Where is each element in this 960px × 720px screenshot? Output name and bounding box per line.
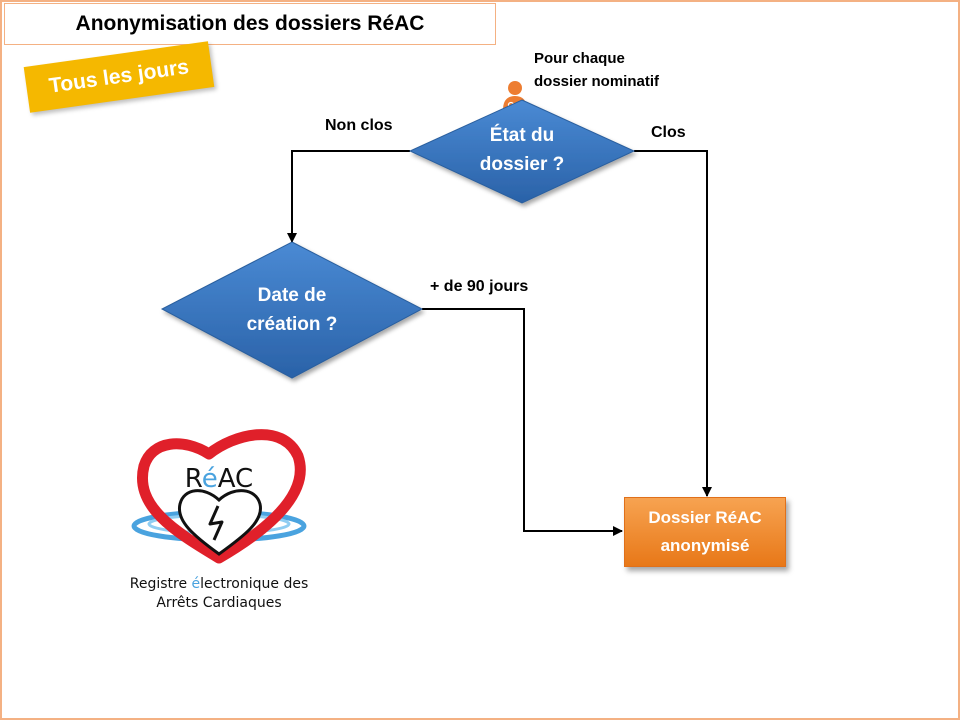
actor-label-2: dossier nominatif xyxy=(534,73,660,90)
edge-clos xyxy=(634,150,712,497)
result-line1: Dossier RéAC xyxy=(648,508,762,527)
page-title: Anonymisation des dossiers RéAC xyxy=(4,3,496,45)
edge-label-clos: Clos xyxy=(651,124,686,141)
decision-date-line2: création ? xyxy=(246,314,338,335)
logo-caption-line1: Registre électronique des xyxy=(114,576,324,592)
reac-logo: RéAC Registre électronique des Arrêts Ca… xyxy=(114,426,324,616)
result-box: Dossier RéAC anonymisé xyxy=(624,497,786,567)
heart-logo-icon xyxy=(131,429,307,564)
logo-name: RéAC xyxy=(174,464,264,494)
decision-date-line1: Date de xyxy=(257,285,327,306)
decision-etat-line1: État du xyxy=(489,125,555,146)
result-line2: anonymisé xyxy=(660,536,750,555)
decision-date-creation xyxy=(160,241,424,379)
logo-name-accent: é xyxy=(201,464,218,494)
logo-name-ac: AC xyxy=(217,464,254,494)
logo-name-r: R xyxy=(184,464,202,494)
edge-non-clos xyxy=(287,150,410,243)
logo-caption-1a: Registre xyxy=(129,576,192,592)
logo-caption-1b: lectronique des xyxy=(200,576,309,592)
edge-plus-90 xyxy=(422,308,623,536)
actor-label-1: Pour chaque xyxy=(534,50,625,67)
decision-etat-dossier xyxy=(408,99,636,204)
decision-etat-line2: dossier ? xyxy=(479,154,565,175)
logo-caption-line2: Arrêts Cardiaques xyxy=(156,595,282,611)
logo-caption-1-accent: é xyxy=(191,576,201,592)
edge-label-non-clos: Non clos xyxy=(325,117,393,134)
decision-etat-text: État du dossier ? xyxy=(442,121,602,179)
edge-label-plus-90: + de 90 jours xyxy=(430,278,529,295)
decision-date-text: Date de création ? xyxy=(202,281,382,339)
